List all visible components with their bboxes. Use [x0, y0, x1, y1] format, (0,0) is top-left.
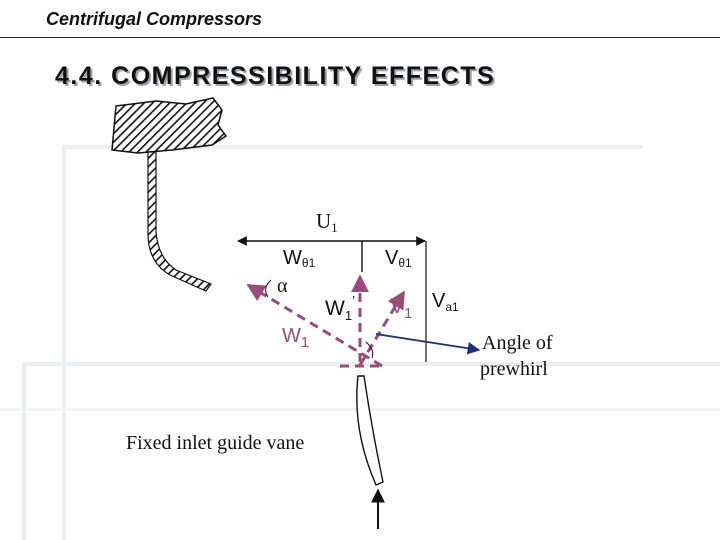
prewhirl-arc: [365, 341, 374, 359]
u1-label: U1: [316, 209, 338, 235]
prewhirl-arrow: [375, 333, 481, 355]
w1-prime-label: W1’: [325, 293, 355, 323]
alpha-arc: [265, 279, 272, 298]
header-title: Centrifugal Compressors: [46, 9, 263, 29]
guide-vane-label: Fixed inlet guide vane: [126, 432, 304, 454]
v-theta1-label: Vθ1: [385, 247, 412, 270]
impeller-blade: [111, 97, 228, 292]
guide-vane: [356, 375, 384, 486]
angle-prewhirl-label-line2: prewhirl: [480, 358, 548, 380]
background-stripe: [22, 362, 720, 366]
slide-title: 4.4. COMPRESSIBILITY EFFECTS: [55, 62, 496, 90]
w1-label: W1: [282, 325, 309, 351]
alpha-label: α: [277, 275, 288, 297]
header-divider: [0, 37, 720, 38]
background-stripe: [62, 145, 66, 540]
angle-prewhirl-label-line1: Angle of: [482, 332, 553, 354]
relative-velocity-vectors: [246, 274, 406, 368]
background-stripe: [22, 362, 26, 540]
background-stripe: [62, 145, 642, 149]
w-theta1-label: Wθ1: [283, 247, 316, 270]
v1-label: V1: [390, 295, 412, 322]
w1-vector: [246, 283, 383, 368]
va1-label: Va1: [432, 290, 459, 314]
